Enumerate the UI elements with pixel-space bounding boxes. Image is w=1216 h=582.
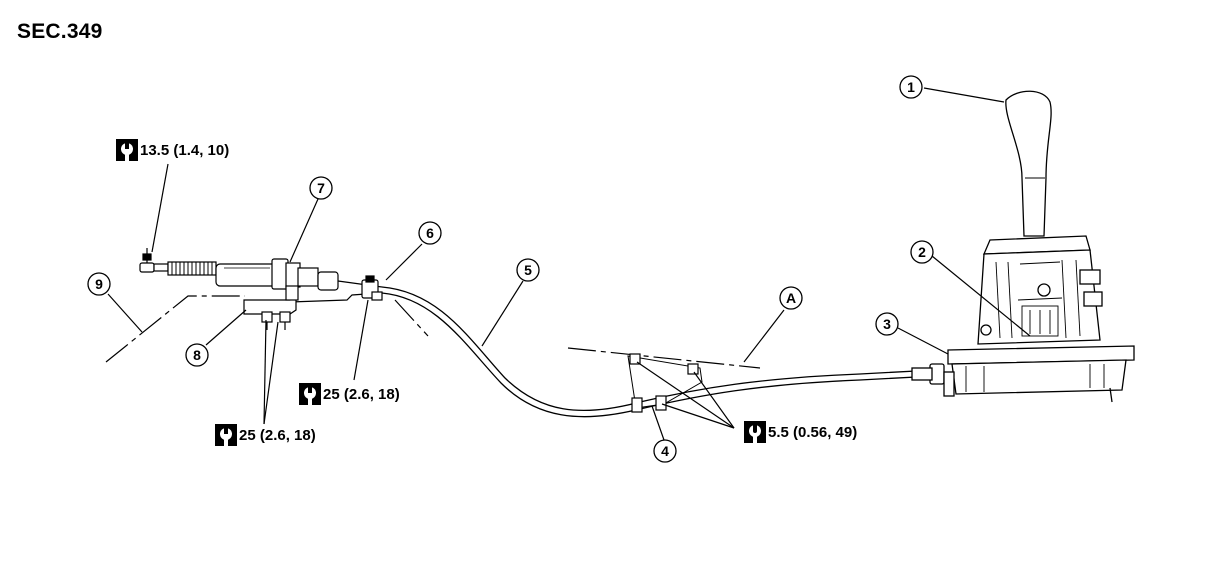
callout-3: 3 (875, 312, 899, 336)
svg-text:4: 4 (661, 443, 669, 459)
svg-text:5: 5 (524, 262, 532, 278)
svg-text:1: 1 (907, 79, 915, 95)
callout-8: 8 (185, 343, 209, 367)
control-cable (381, 286, 936, 418)
cable-clamp (361, 275, 383, 301)
svg-text:7: 7 (317, 180, 325, 196)
callout-2: 2 (910, 240, 934, 264)
body-outline-lines (105, 295, 761, 369)
shift-lever-device (911, 90, 1135, 403)
torque-value: 13.5 (1.4, 10) (140, 141, 230, 159)
torque-spec-cable-end: 13.5 (1.4, 10) (116, 139, 229, 161)
cable-bracket (627, 353, 703, 413)
callout-A: A (779, 286, 803, 310)
torque-wrench-inch-icon (744, 421, 766, 443)
torque-wrench-icon (215, 424, 237, 446)
svg-text:9: 9 (95, 276, 103, 292)
callout-7: 7 (309, 176, 333, 200)
torque-value: 5.5 (0.56, 49) (768, 423, 858, 441)
callout-1: 1 (899, 75, 923, 99)
torque-spec-clamp: 5.5 (0.56, 49) (744, 421, 857, 443)
torque-wrench-icon (299, 383, 321, 405)
svg-text:6: 6 (426, 225, 434, 241)
svg-text:8: 8 (193, 347, 201, 363)
cable-end-assembly (139, 248, 383, 330)
svg-text:3: 3 (883, 316, 891, 332)
callout-4: 4 (653, 439, 677, 463)
section-id: SEC.349 (17, 20, 103, 43)
torque-value: 25 (2.6, 18) (323, 385, 400, 403)
callout-5: 5 (516, 258, 540, 282)
callout-6: 6 (418, 221, 442, 245)
torque-spec-bracket-lower: 25 (2.6, 18) (215, 424, 316, 446)
torque-wrench-icon (116, 139, 138, 161)
torque-value: 25 (2.6, 18) (239, 426, 316, 444)
svg-text:A: A (786, 290, 796, 306)
callout-9: 9 (87, 272, 111, 296)
torque-spec-bracket-upper: 25 (2.6, 18) (299, 383, 400, 405)
leader-lines (107, 87, 1031, 441)
svg-text:2: 2 (918, 244, 926, 260)
